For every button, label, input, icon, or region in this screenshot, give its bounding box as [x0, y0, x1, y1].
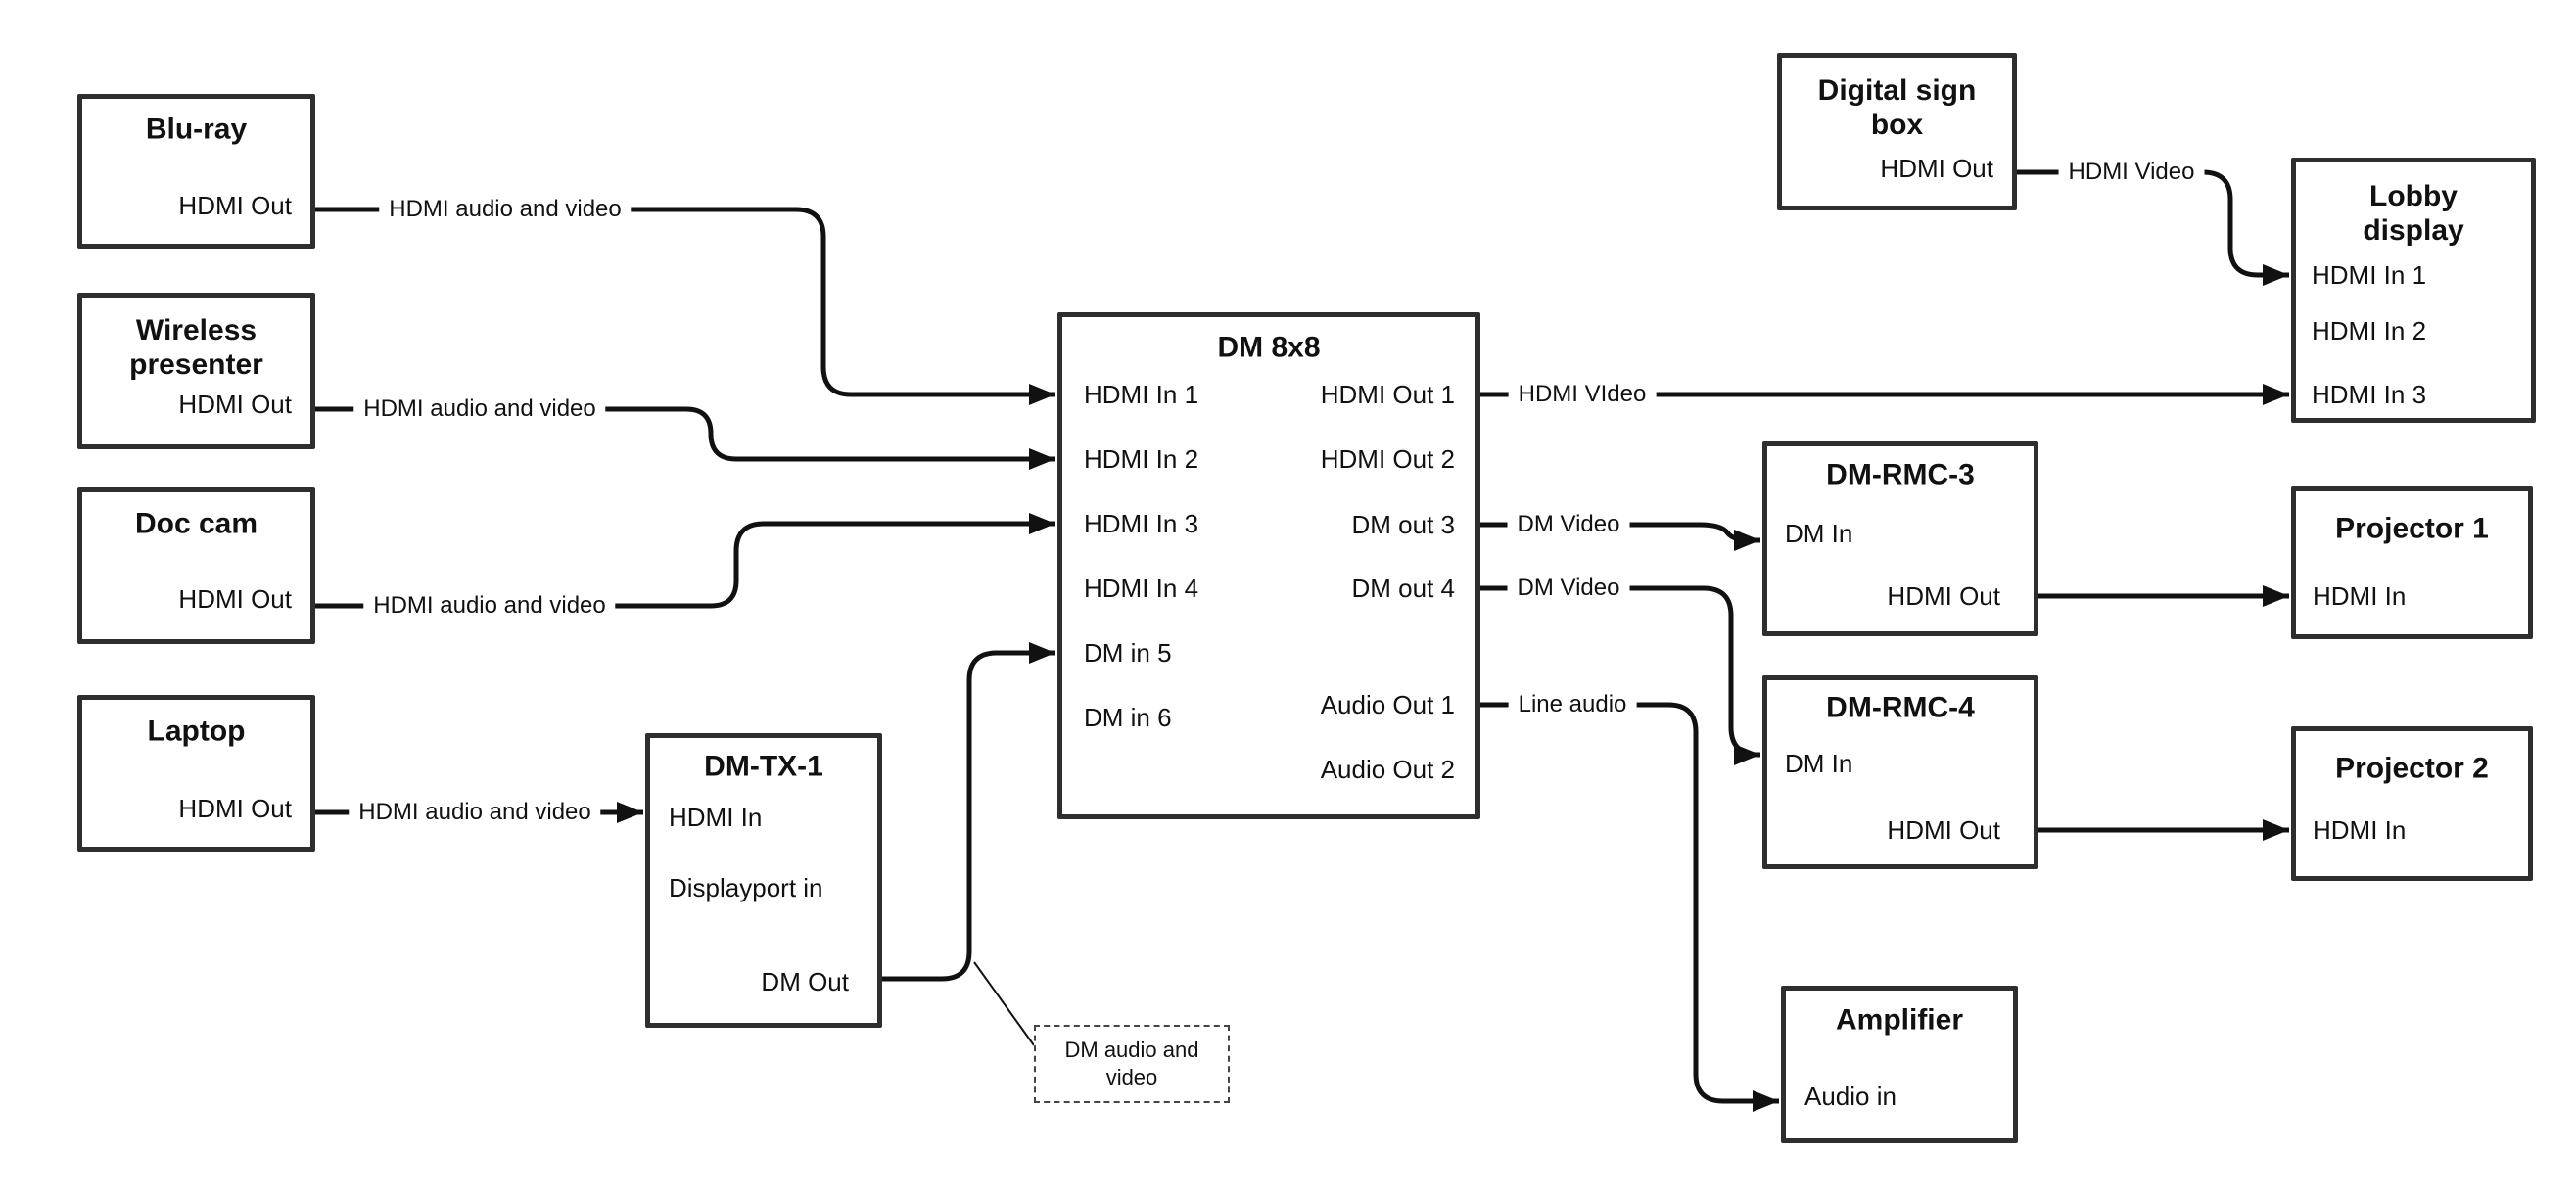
port-dm8x8-dm-out-4: DM out 4 — [1351, 574, 1456, 603]
connector-dm8x8-audio1-to-amp — [1480, 702, 1779, 1112]
port-dmtx1-hdmi-in: HDMI In — [669, 803, 763, 832]
node-title: Projector 2 — [2335, 752, 2489, 785]
port-dmtx1-displayport-in: Displayport in — [669, 873, 823, 902]
node-digital-sign-box: Digital sign box HDMI Out — [1777, 53, 2017, 210]
port-doccam-hdmi-out: HDMI Out — [178, 584, 292, 614]
port-lobby-hdmi-in-3: HDMI In 3 — [2312, 380, 2427, 409]
node-laptop: Laptop HDMI Out — [77, 695, 315, 852]
port-bluray-hdmi-out: HDMI Out — [178, 191, 292, 220]
connector-sign-to-lobby-in1 — [2017, 169, 2289, 286]
wire-label-dm-video-out4: DM Video — [1507, 575, 1630, 602]
node-projector-1: Projector 1 HDMI In — [2291, 486, 2533, 639]
port-proj1-hdmi-in: HDMI In — [2313, 581, 2407, 611]
node-blu-ray: Blu-ray HDMI Out — [77, 94, 315, 249]
connector-dmtx1-to-dm8x8-in5 — [882, 642, 1055, 982]
wire-label-dm-video-out3: DM Video — [1507, 511, 1630, 538]
port-rmc3-dm-in: DM In — [1785, 519, 1853, 548]
annotation-pointer-line — [973, 961, 1035, 1046]
port-dm8x8-hdmi-in-2: HDMI In 2 — [1084, 444, 1199, 474]
port-dm8x8-hdmi-out-1: HDMI Out 1 — [1320, 380, 1455, 409]
port-dm8x8-hdmi-out-2: HDMI Out 2 — [1320, 444, 1455, 474]
connector-dm8x8-out4-to-rmc4 — [1480, 585, 1760, 765]
port-proj2-hdmi-in: HDMI In — [2313, 815, 2407, 845]
wire-label-hdmi-video-out1: HDMI VIdeo — [1508, 381, 1657, 408]
node-doc-cam: Doc cam HDMI Out — [77, 487, 315, 644]
port-laptop-hdmi-out: HDMI Out — [178, 794, 292, 823]
port-rmc3-hdmi-out: HDMI Out — [1887, 581, 2000, 611]
node-title: Wireless presenter — [129, 314, 263, 381]
connector-bluray-to-dm8x8-in1 — [315, 207, 1055, 405]
connector-wireless-to-dm8x8-in2 — [313, 406, 1055, 470]
node-dm-8x8: DM 8x8 HDMI In 1 HDMI In 2 HDMI In 3 HDM… — [1057, 312, 1480, 819]
port-rmc4-dm-in: DM In — [1785, 749, 1853, 778]
node-projector-2: Projector 2 HDMI In — [2291, 726, 2533, 881]
port-dm8x8-dm-in-6: DM in 6 — [1084, 703, 1172, 732]
connector-doccam-to-dm8x8-in3 — [315, 513, 1055, 609]
port-lobby-hdmi-in-1: HDMI In 1 — [2312, 260, 2427, 290]
wire-label-bluray-hdmi-av: HDMI audio and video — [379, 196, 632, 223]
port-dm8x8-hdmi-in-3: HDMI In 3 — [1084, 509, 1199, 538]
wire-label-line-audio: Line audio — [1508, 691, 1637, 718]
port-lobby-hdmi-in-2: HDMI In 2 — [2312, 316, 2427, 346]
node-title: DM-TX-1 — [704, 750, 823, 783]
node-dm-tx-1: DM-TX-1 HDMI In Displayport in DM Out — [645, 733, 882, 1028]
port-rmc4-hdmi-out: HDMI Out — [1887, 815, 2000, 845]
port-sign-hdmi-out: HDMI Out — [1880, 154, 1993, 183]
node-title: DM-RMC-3 — [1826, 458, 1975, 491]
node-lobby-display: Lobby display HDMI In 1 HDMI In 2 HDMI I… — [2291, 158, 2536, 423]
node-wireless-presenter: Wireless presenter HDMI Out — [77, 293, 315, 449]
node-title: DM-RMC-4 — [1826, 691, 1975, 724]
port-dm8x8-dm-in-5: DM in 5 — [1084, 638, 1172, 668]
connector-dm8x8-out3-to-rmc3 — [1480, 522, 1760, 551]
port-dm8x8-dm-out-3: DM out 3 — [1351, 510, 1456, 539]
port-dmtx1-dm-out: DM Out — [761, 967, 849, 996]
node-title: Lobby display — [2363, 180, 2464, 247]
port-dm8x8-hdmi-in-4: HDMI In 4 — [1084, 574, 1199, 603]
wire-label-hdmi-video-sign: HDMI Video — [2058, 159, 2205, 186]
port-dm8x8-audio-out-2: Audio Out 2 — [1320, 755, 1455, 784]
port-amp-audio-in: Audio in — [1804, 1082, 1897, 1111]
node-title: Blu-ray — [145, 113, 248, 146]
node-title: Digital sign box — [1817, 74, 1977, 141]
node-title: DM 8x8 — [1217, 331, 1321, 364]
node-dm-rmc-3: DM-RMC-3 DM In HDMI Out — [1762, 441, 2038, 636]
port-dm8x8-audio-out-1: Audio Out 1 — [1320, 690, 1455, 719]
node-dm-rmc-4: DM-RMC-4 DM In HDMI Out — [1762, 675, 2038, 869]
node-amplifier: Amplifier Audio in — [1781, 986, 2018, 1143]
node-title: Doc cam — [134, 507, 258, 540]
wire-label-laptop-hdmi-av: HDMI audio and video — [349, 799, 601, 826]
port-wireless-hdmi-out: HDMI Out — [178, 390, 292, 419]
node-title: Amplifier — [1835, 1003, 1964, 1037]
port-dm8x8-hdmi-in-1: HDMI In 1 — [1084, 380, 1199, 409]
annotation-dm-audio-video: DM audio and video — [1034, 1025, 1230, 1103]
wire-label-wireless-hdmi-av: HDMI audio and video — [353, 395, 606, 423]
node-title: Projector 1 — [2335, 512, 2489, 545]
wire-label-doccam-hdmi-av: HDMI audio and video — [363, 592, 616, 620]
node-title: Laptop — [147, 715, 246, 748]
